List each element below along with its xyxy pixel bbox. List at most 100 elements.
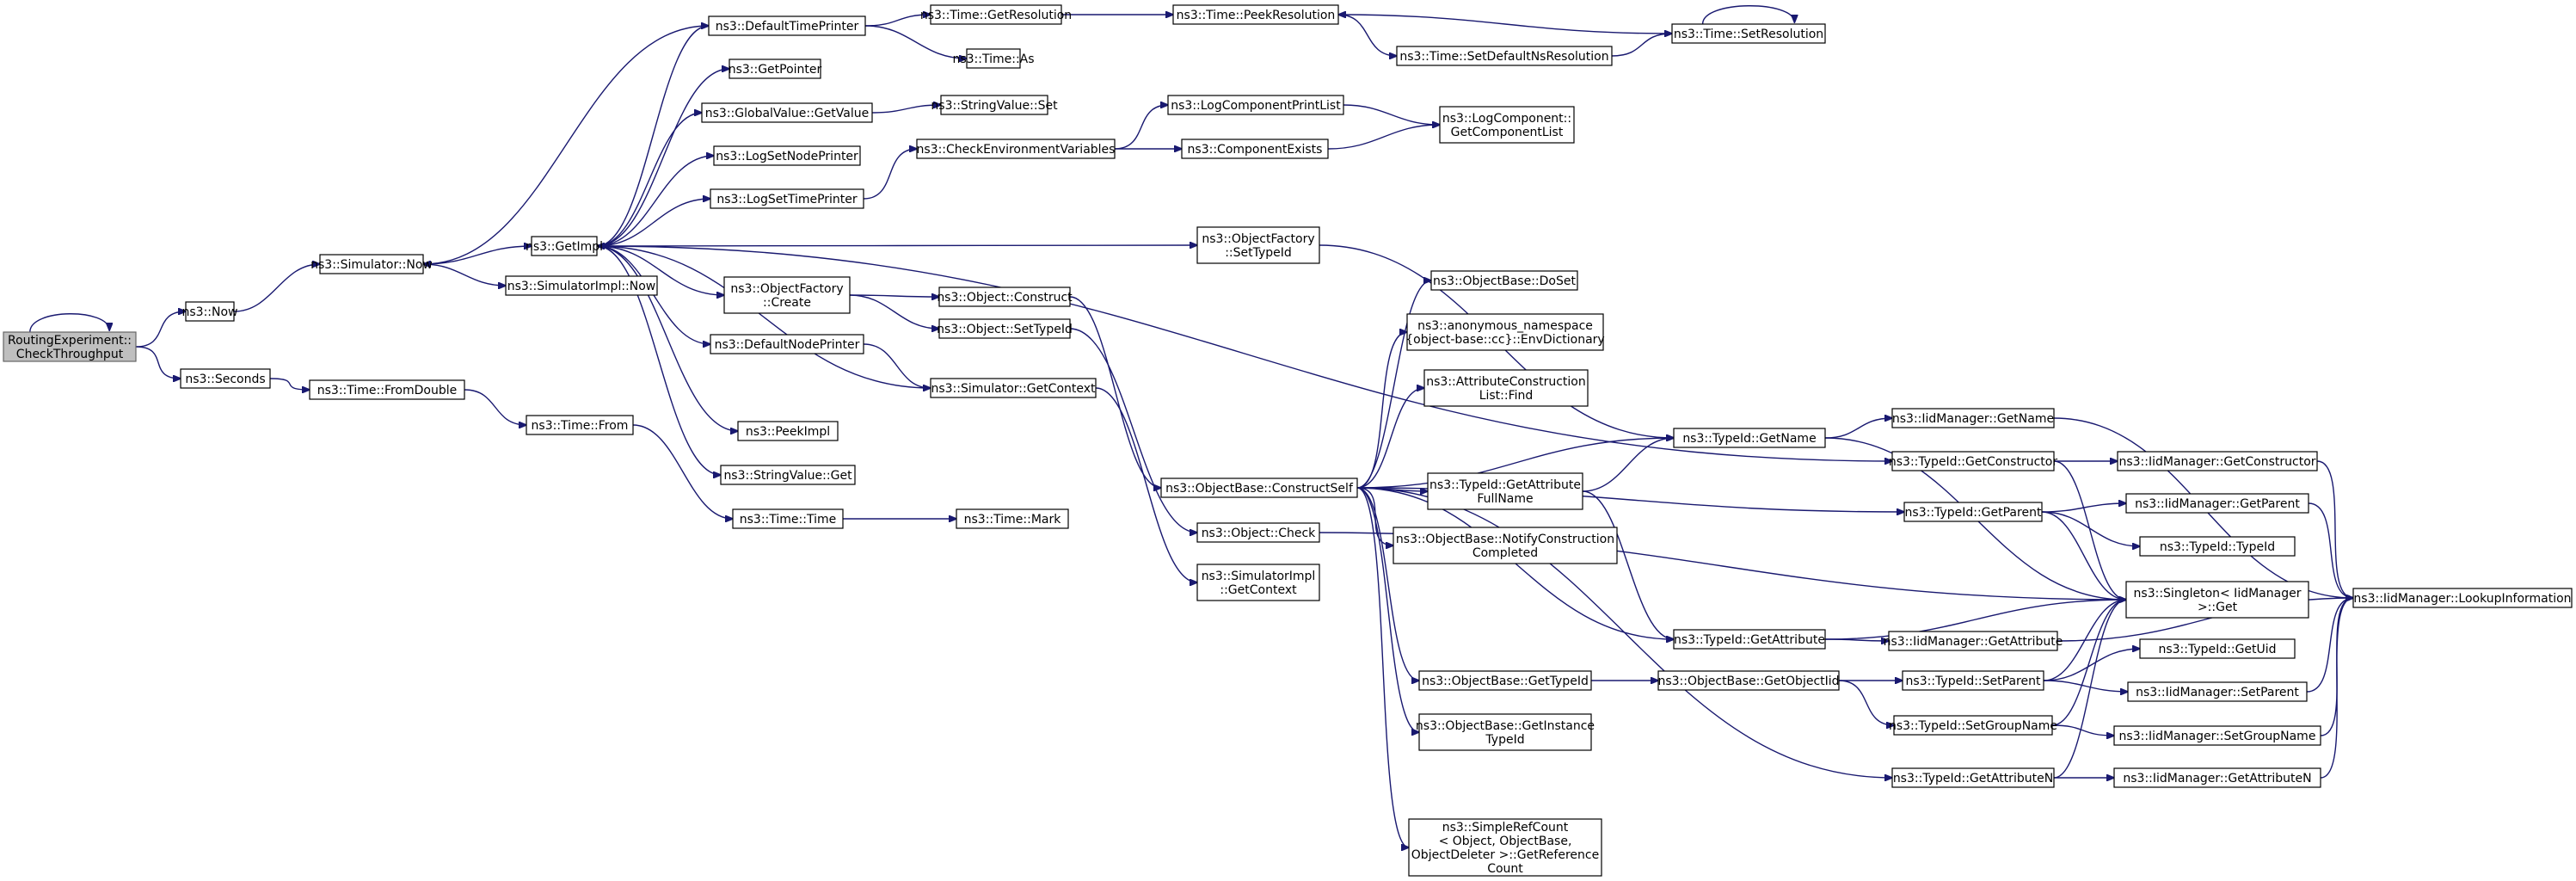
call-edge-n39-to-n44 xyxy=(1582,438,1674,492)
function-node-n25[interactable]: ns3::Simulator::GetContext xyxy=(930,378,1097,398)
call-edge-n33-to-n37 xyxy=(1356,332,1407,489)
function-node-n56[interactable]: ns3::TypeId::TypeId xyxy=(2139,536,2296,557)
function-node-n27[interactable]: ns3::StringValue::Get xyxy=(720,465,856,485)
node-label: ns3::IidManager::GetConstructor xyxy=(2118,455,2315,469)
node-box xyxy=(1393,527,1618,564)
function-node-n47[interactable]: ns3::IidManager::GetName xyxy=(1891,408,2055,428)
function-node-n14[interactable]: ns3::LogSetTimePrinter xyxy=(710,188,864,209)
node-box xyxy=(732,508,844,529)
call-edge-n33-to-n40 xyxy=(1356,487,1393,545)
function-node-n41[interactable]: ns3::ObjectBase::GetTypeId xyxy=(1418,670,1592,691)
function-node-n50[interactable]: ns3::TypeId::SetParent xyxy=(1902,670,2044,691)
call-edge-n14-to-n15 xyxy=(863,149,917,200)
function-node-n9[interactable]: ns3::Time::As xyxy=(952,48,1035,69)
function-node-n31[interactable]: ns3::Time::Time xyxy=(732,508,844,529)
function-node-n46[interactable]: ns3::ObjectBase::GetObjectIid xyxy=(1657,670,1840,691)
function-node-n55[interactable]: ns3::IidManager::GetParent xyxy=(2125,493,2309,514)
function-node-n24[interactable]: ns3::DefaultNodePrinter xyxy=(710,334,864,354)
function-node-n7[interactable]: ns3::Time::SetResolution xyxy=(1671,23,1826,44)
node-label: CheckThroughput xyxy=(16,348,124,361)
function-node-n19[interactable]: ns3::ObjectFactory::Create xyxy=(723,276,851,314)
function-node-n35[interactable]: ns3::SimulatorImpl::GetContext xyxy=(1196,564,1320,601)
call-edge-n2-to-n3 xyxy=(422,246,532,265)
function-node-n12[interactable]: ns3::StringValue::Set xyxy=(931,95,1058,115)
function-node-n32[interactable]: ns3::Time::Mark xyxy=(956,508,1069,529)
function-node-n30[interactable]: ns3::Time::From xyxy=(526,415,634,435)
function-node-n5[interactable]: ns3::Time::GetResolution xyxy=(920,4,1072,25)
node-box xyxy=(1891,767,2055,788)
function-node-n28[interactable]: ns3::Seconds xyxy=(180,368,271,389)
call-edge-n19-to-n23 xyxy=(849,294,939,329)
function-node-n21[interactable]: ns3::SimulatorImpl::Now xyxy=(505,275,658,296)
function-node-n4[interactable]: ns3::DefaultTimePrinter xyxy=(708,15,866,36)
function-node-n22[interactable]: ns3::Object::Construct xyxy=(937,286,1073,307)
function-node-n36[interactable]: ns3::ObjectBase::DoSet xyxy=(1430,270,1578,291)
node-box xyxy=(723,276,851,314)
function-node-n2[interactable]: ns3::Simulator::Now xyxy=(310,254,433,274)
function-node-n37[interactable]: ns3::anonymous_namespace{object-base::cc… xyxy=(1405,313,1605,351)
node-box xyxy=(938,318,1071,339)
function-node-n11[interactable]: ns3::GlobalValue::GetValue xyxy=(701,102,873,123)
function-node-n54[interactable]: ns3::IidManager::GetConstructor xyxy=(2117,451,2318,471)
node-box xyxy=(1396,46,1613,66)
node-label: ns3::IidManager::GetParent xyxy=(2135,497,2300,511)
function-node-n61[interactable]: ns3::IidManager::GetAttributeN xyxy=(2113,767,2321,788)
node-box xyxy=(1172,4,1339,25)
function-node-n51[interactable]: ns3::TypeId::SetGroupName xyxy=(1889,715,2057,736)
function-node-n26[interactable]: ns3::PeekImpl xyxy=(737,421,839,441)
function-node-n20[interactable]: ns3::ObjectFactory::SetTypeId xyxy=(1196,226,1320,264)
function-node-n44[interactable]: ns3::TypeId::GetName xyxy=(1673,428,1826,448)
node-label: ns3::LogSetNodePrinter xyxy=(716,150,858,163)
node-label: ns3::DefaultTimePrinter xyxy=(716,20,859,34)
function-node-n18[interactable]: ns3::LogComponent::GetComponentList xyxy=(1439,106,1575,144)
function-node-n16[interactable]: ns3::LogComponentPrintList xyxy=(1167,95,1344,115)
function-node-n8[interactable]: ns3::Time::SetDefaultNsResolution xyxy=(1396,46,1613,66)
node-box xyxy=(505,275,658,296)
node-box xyxy=(701,102,873,123)
function-node-n13[interactable]: ns3::LogSetNodePrinter xyxy=(713,145,861,166)
function-node-n53[interactable]: ns3::IidManager::GetAttribute xyxy=(1884,631,2063,651)
call-edge-n33-to-n36 xyxy=(1356,280,1431,489)
function-node-n59[interactable]: ns3::IidManager::SetParent xyxy=(2127,681,2308,702)
node-box xyxy=(966,48,1021,69)
node-box xyxy=(1418,670,1592,691)
node-box xyxy=(1439,106,1575,144)
function-node-n17[interactable]: ns3::ComponentExists xyxy=(1181,139,1329,159)
node-label: ns3::LogComponentPrintList xyxy=(1171,99,1341,113)
function-node-n23[interactable]: ns3::Object::SetTypeId xyxy=(937,318,1073,339)
function-node-n58[interactable]: ns3::TypeId::GetUid xyxy=(2139,638,2296,659)
function-node-n15[interactable]: ns3::CheckEnvironmentVariables xyxy=(916,139,1116,159)
call-edge-n48-to-n57 xyxy=(2053,460,2126,600)
function-node-n10[interactable]: ns3::GetPointer xyxy=(729,59,822,79)
function-node-n33[interactable]: ns3::ObjectBase::ConstructSelf xyxy=(1160,477,1358,498)
function-node-n48[interactable]: ns3::TypeId::GetConstructor xyxy=(1889,451,2057,471)
function-node-n3[interactable]: ns3::GetImpl xyxy=(526,236,603,256)
function-node-n29[interactable]: ns3::Time::FromDouble xyxy=(309,379,465,400)
function-node-n6[interactable]: ns3::Time::PeekResolution xyxy=(1172,4,1339,25)
function-node-n0[interactable]: RoutingExperiment::CheckThroughput xyxy=(3,331,137,362)
node-box xyxy=(2117,451,2318,471)
call-edge-n3-to-n26 xyxy=(596,245,738,431)
call-edge-n33-to-n42 xyxy=(1356,487,1419,732)
node-label: ns3::IidManager::LookupInformation xyxy=(2353,592,2571,606)
call-edge-n3-to-n14 xyxy=(596,199,710,247)
function-node-n43[interactable]: ns3::SimpleRefCount< Object, ObjectBase,… xyxy=(1408,818,1602,877)
function-node-n60[interactable]: ns3::IidManager::SetGroupName xyxy=(2113,725,2321,746)
node-label: TypeId xyxy=(1485,733,1524,747)
function-node-n62[interactable]: ns3::IidManager::LookupInformation xyxy=(2352,588,2573,608)
node-box xyxy=(531,236,598,256)
function-node-n1[interactable]: ns3::Now xyxy=(182,301,238,322)
node-label: ns3::Time::SetResolution xyxy=(1674,28,1823,41)
function-node-n45[interactable]: ns3::TypeId::GetAttribute xyxy=(1673,629,1826,650)
node-label: ns3::GetImpl xyxy=(526,240,603,254)
node-label: ns3::ObjectBase::GetTypeId xyxy=(1422,675,1589,688)
function-node-n49[interactable]: ns3::TypeId::GetParent xyxy=(1903,502,2043,522)
function-node-n40[interactable]: ns3::ObjectBase::NotifyConstructionCompl… xyxy=(1393,527,1618,564)
function-node-n57[interactable]: ns3::Singleton< IidManager>::Get xyxy=(2125,581,2309,619)
function-node-n52[interactable]: ns3::TypeId::GetAttributeN xyxy=(1891,767,2055,788)
call-edge-n3-to-n10 xyxy=(596,69,729,247)
function-node-n34[interactable]: ns3::Object::Check xyxy=(1196,522,1320,543)
